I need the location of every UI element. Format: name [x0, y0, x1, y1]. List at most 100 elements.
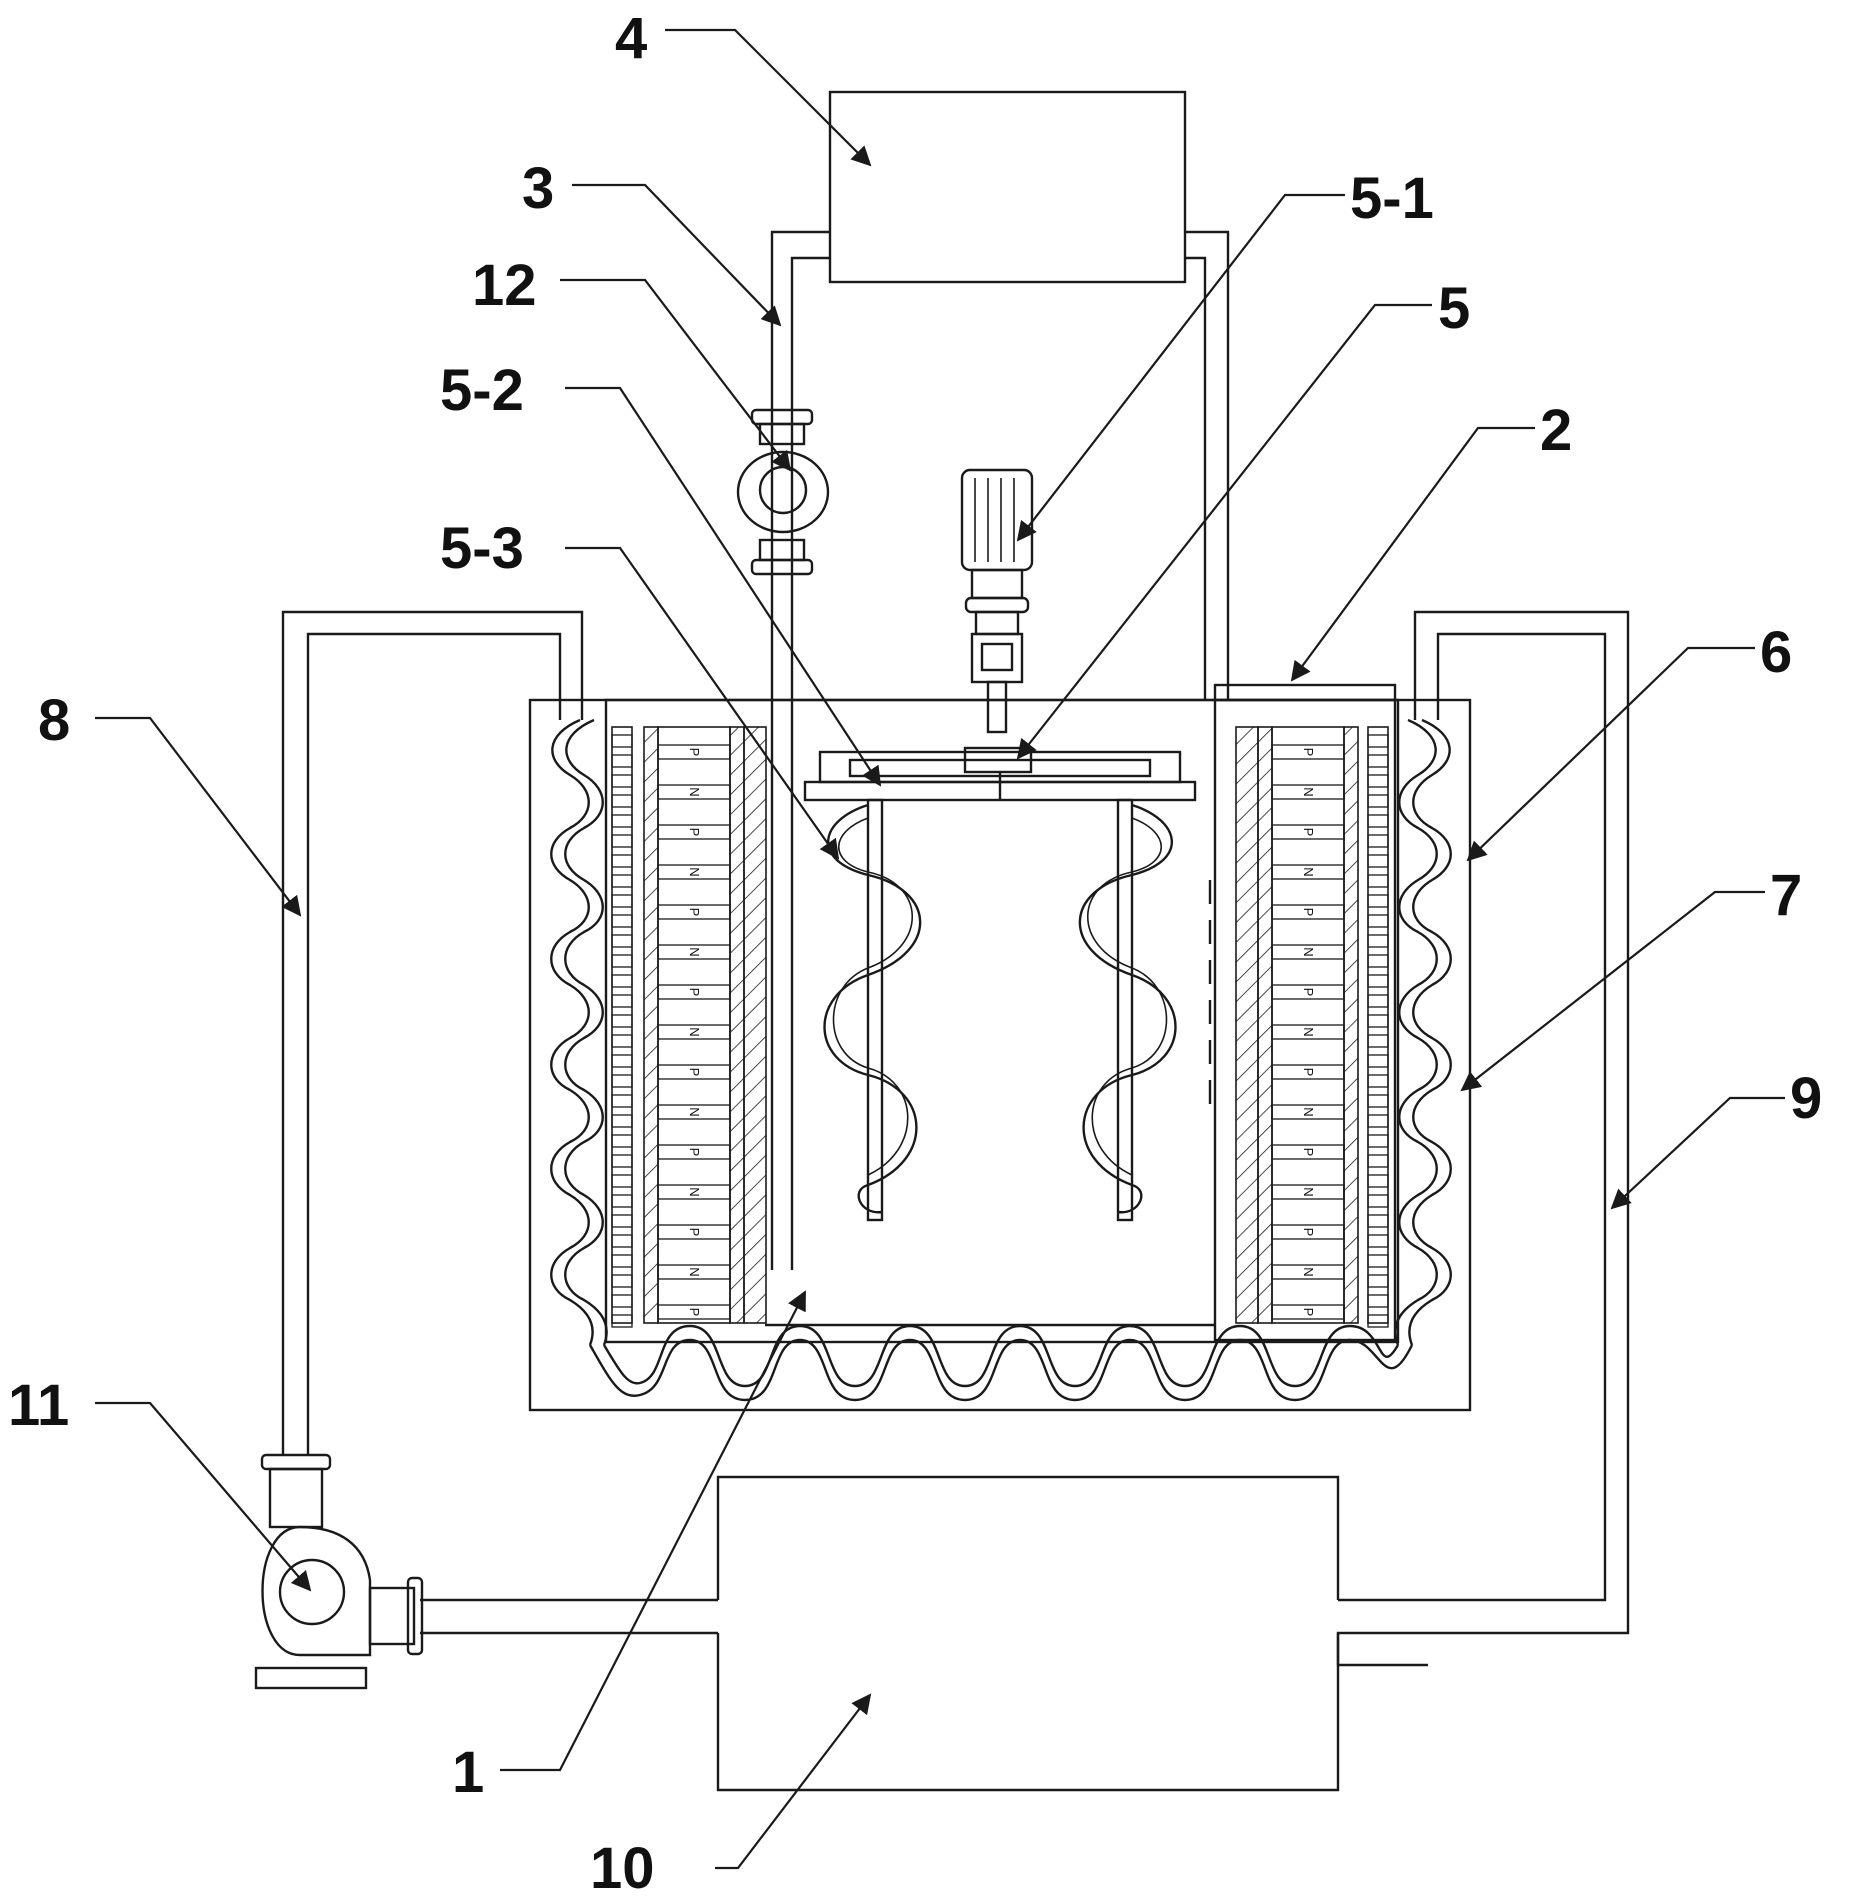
label-10: 10 [590, 1693, 872, 1896]
thermoelectric-mark: N [1301, 1027, 1316, 1036]
label-11: 11 [8, 1373, 312, 1592]
thermoelectric-strip [1271, 864, 1345, 880]
fin-rib [611, 1134, 633, 1148]
thermoelectric-strip [657, 1024, 731, 1040]
thermoelectric-mark: N [1301, 867, 1316, 876]
fin-rib [611, 1194, 633, 1208]
thermoelectric-mark: P [1301, 908, 1316, 917]
thermoelectric-strip [1271, 1144, 1345, 1160]
fin-rib [1367, 894, 1389, 908]
fin-rib [611, 1094, 633, 1108]
fin-rib [611, 1054, 633, 1068]
fin-rib [1367, 734, 1389, 748]
thermoelectric-strip [1271, 744, 1345, 760]
thermoelectric-strip [1271, 1064, 1345, 1080]
fin-rib [611, 934, 633, 948]
svg-text:8: 8 [38, 688, 70, 753]
svg-text:1: 1 [452, 1740, 484, 1805]
svg-text:3: 3 [522, 156, 554, 221]
svg-text:12: 12 [472, 253, 537, 318]
fin-rib [1367, 1034, 1389, 1048]
thermoelectric-mark: N [687, 1187, 702, 1196]
thermoelectric-strip [657, 1224, 731, 1240]
thermoelectric-mark: N [687, 947, 702, 956]
thermoelectric-mark: N [687, 787, 702, 796]
fin-rib [1367, 1014, 1389, 1028]
thermoelectric-strip [657, 1304, 731, 1320]
thermoelectric-mark: N [1301, 1267, 1316, 1276]
label-9: 9 [1610, 1066, 1822, 1210]
fin-rib [1367, 1054, 1389, 1068]
thermoelectric-strip [1271, 784, 1345, 800]
thermoelectric-strip [657, 1104, 731, 1120]
stirrer-5 [803, 468, 1197, 1222]
fin-rib [1367, 1134, 1389, 1148]
pump-11 [254, 1453, 424, 1690]
svg-text:4: 4 [615, 6, 647, 71]
fin-rib [611, 1074, 633, 1088]
fin-rib [611, 774, 633, 788]
thermoelectric-mark: N [1301, 1107, 1316, 1116]
thermoelectric-mark: P [687, 1228, 702, 1237]
thermoelectric-mark: P [1301, 988, 1316, 997]
thermoelectric-strip [657, 1064, 731, 1080]
label-5-1: 5-1 [1016, 166, 1434, 542]
fin-rib [1367, 994, 1389, 1008]
fin-rib [1367, 1094, 1389, 1108]
fin-rib [1367, 874, 1389, 888]
reservoir-10 [716, 1475, 1340, 1792]
label-5-3: 5-3 [440, 516, 840, 860]
fin-rib [611, 814, 633, 828]
thermoelectric-strip [657, 824, 731, 840]
svg-text:6: 6 [1760, 620, 1792, 685]
fin-rib [1367, 754, 1389, 768]
fin-rib [611, 874, 633, 888]
thermoelectric-strip [657, 944, 731, 960]
fin-rib [1367, 954, 1389, 968]
fin-rib [1367, 814, 1389, 828]
thermoelectric-mark: P [687, 828, 702, 837]
thermoelectric-mark: N [1301, 947, 1316, 956]
thermoelectric-strip [657, 744, 731, 760]
svg-text:9: 9 [1790, 1066, 1822, 1131]
thermoelectric-mark: N [1301, 1187, 1316, 1196]
thermoelectric-mark: N [687, 1027, 702, 1036]
fin-rib [1367, 774, 1389, 788]
thermoelectric-strip [657, 984, 731, 1000]
thermoelectric-strip [657, 1144, 731, 1160]
fin-rib [611, 954, 633, 968]
fin-rib [1367, 834, 1389, 848]
fin-rib [611, 1314, 633, 1328]
label-12: 12 [472, 253, 792, 472]
svg-text:5-2: 5-2 [440, 358, 524, 423]
fin-rib [611, 734, 633, 748]
fin-rib [1367, 934, 1389, 948]
fin-rib [611, 994, 633, 1008]
fin-rib [611, 1294, 633, 1308]
fin-rib [611, 794, 633, 808]
fin-rib [611, 834, 633, 848]
fin-rib [611, 1034, 633, 1048]
thermoelectric-mark: N [1301, 787, 1316, 796]
thermoelectric-strip [657, 1184, 731, 1200]
fin-rib [1367, 1274, 1389, 1288]
fin-rib [1367, 1194, 1389, 1208]
thermoelectric-mark: N [687, 1267, 702, 1276]
thermoelectric-strip [1271, 1264, 1345, 1280]
thermoelectric-strip [1271, 1024, 1345, 1040]
svg-text:2: 2 [1540, 398, 1572, 463]
thermoelectric-mark: P [687, 1308, 702, 1317]
svg-text:5: 5 [1438, 276, 1470, 341]
plate-2 [1213, 683, 1397, 1342]
thermoelectric-strip [1271, 1304, 1345, 1320]
fin-rib [1367, 914, 1389, 928]
fin-rib [611, 1174, 633, 1188]
thermoelectric-mark: N [687, 1107, 702, 1116]
fin-rib [1367, 1254, 1389, 1268]
thermoelectric-strip [1271, 904, 1345, 920]
outer-vessel-6 [528, 698, 1472, 1412]
fin-rib [1367, 1114, 1389, 1128]
svg-text:5-3: 5-3 [440, 516, 524, 581]
